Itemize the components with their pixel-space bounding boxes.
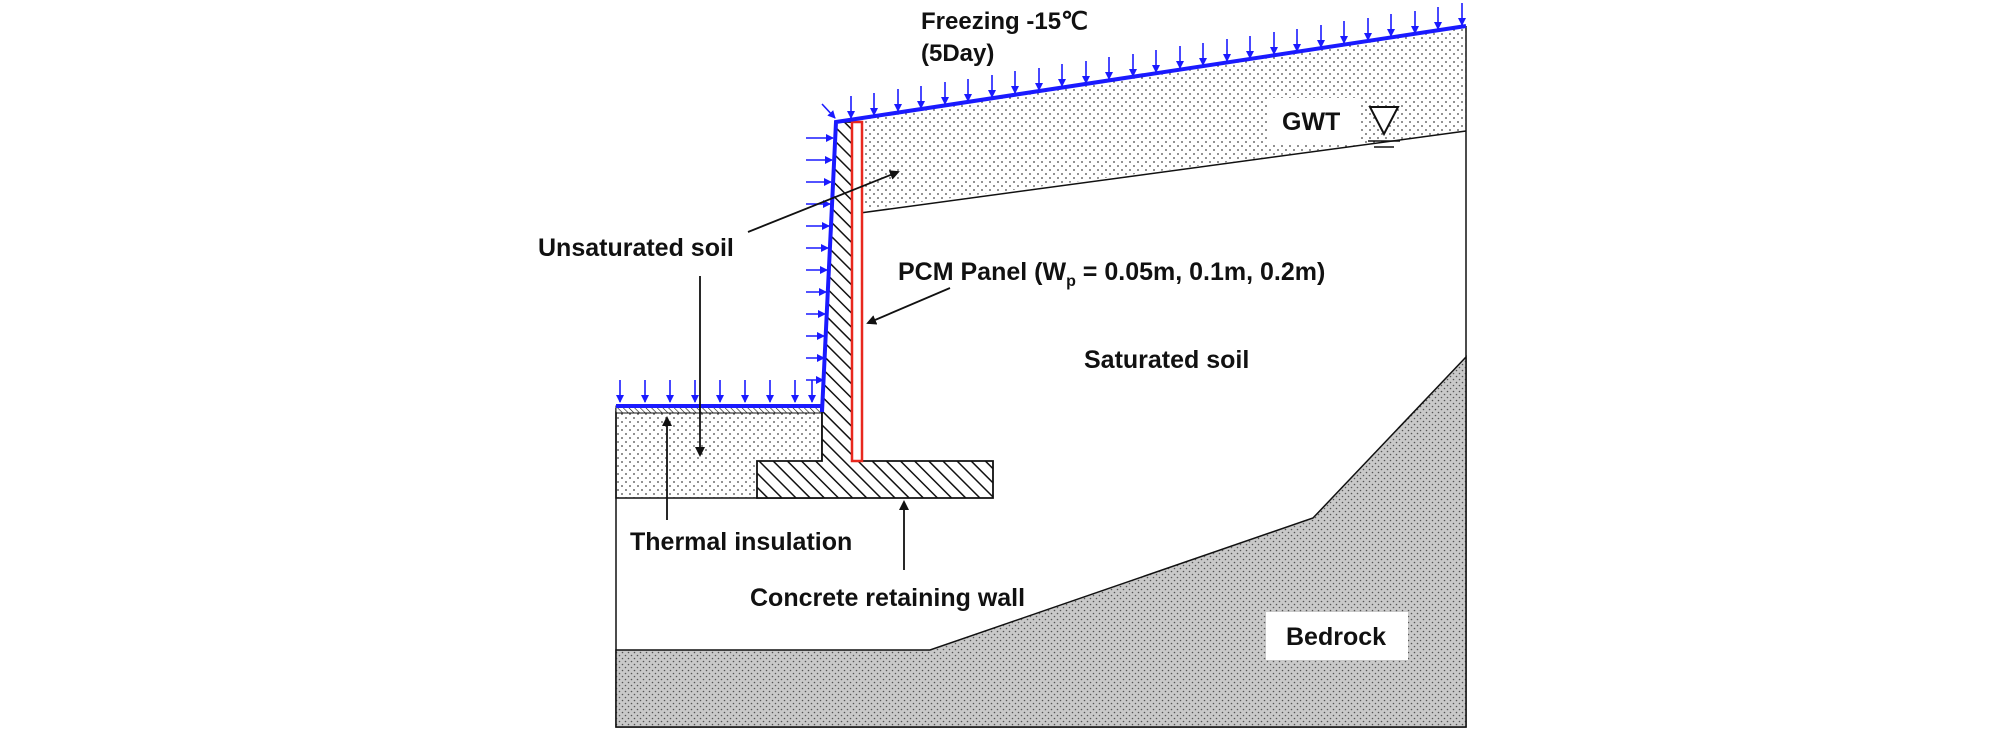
pcm-label-subscript: p — [1066, 273, 1076, 290]
concrete-wall-label: Concrete retaining wall — [750, 584, 1025, 612]
bedrock-label-bg — [1266, 612, 1408, 660]
pcm-panel-label: PCM Panel (Wp = 0.05m, 0.1m, 0.2m) — [898, 258, 1325, 290]
pcm-label-prefix: PCM Panel (W — [898, 258, 1066, 286]
gwt-symbol — [1368, 106, 1400, 148]
thermal-insulation-label: Thermal insulation — [630, 528, 852, 556]
freezing-arrows-front — [616, 380, 816, 403]
bedrock-label: Bedrock — [1286, 623, 1386, 651]
unsaturated-soil-region — [836, 26, 1466, 213]
duration-label: (5Day) — [921, 40, 994, 67]
arrow-pcm-panel — [866, 287, 951, 325]
freezing-arrows-top — [821, 3, 1466, 119]
leader-arrows — [662, 170, 951, 570]
pcm-panel — [850, 120, 864, 463]
freezing-arrows-wall — [806, 134, 834, 384]
gwt-label: GWT — [1282, 108, 1340, 136]
freezing-label: Freezing -15℃ — [921, 8, 1088, 35]
freezing-boundary-line — [616, 24, 1467, 413]
groundwater-table-line — [859, 130, 1467, 214]
arrow-unsat-to-backfill — [747, 170, 900, 233]
saturated-soil-label: Saturated soil — [1084, 346, 1249, 374]
pcm-label-suffix: = 0.05m, 0.1m, 0.2m) — [1076, 258, 1325, 286]
gwt-label-bg — [1268, 98, 1360, 144]
bedrock-region — [615, 355, 1467, 728]
unsaturated-soil-label: Unsaturated soil — [538, 234, 734, 262]
